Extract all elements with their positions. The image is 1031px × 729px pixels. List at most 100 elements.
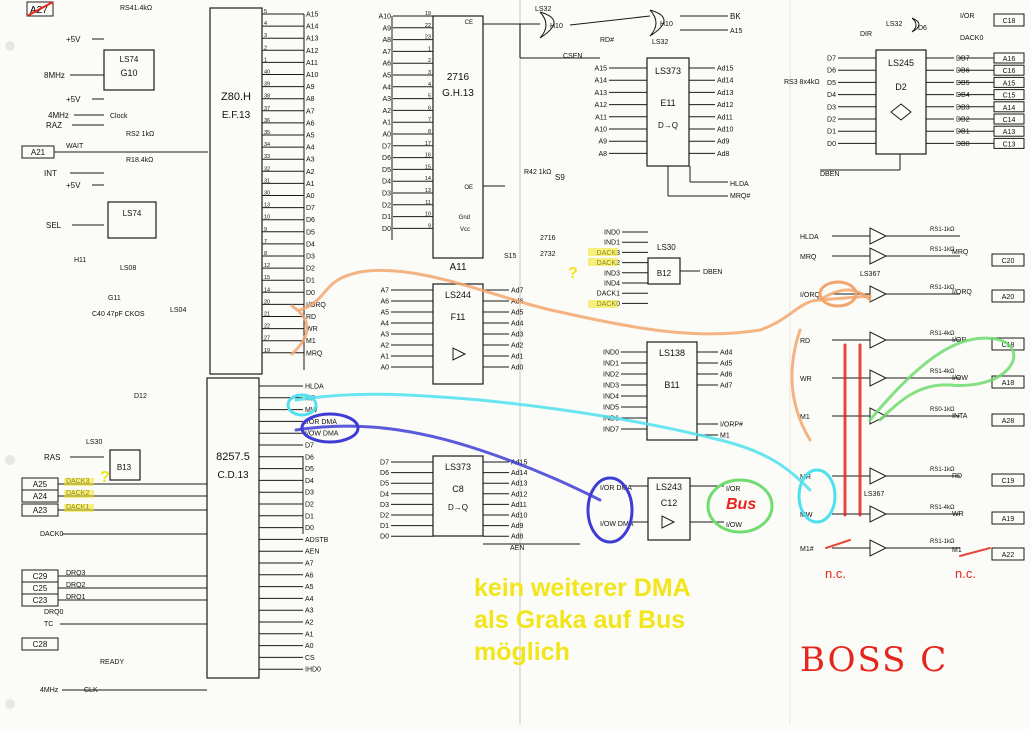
driver-in-rd: RD xyxy=(800,338,810,345)
sheet-strike xyxy=(26,1,54,17)
rs2-label: RS2 1kΩ xyxy=(126,131,154,138)
ls373e-out-sig-ad11: Ad11 xyxy=(717,114,733,121)
ls138-sig-ind6: IND6 xyxy=(603,416,619,423)
driver-res-0: RS1-1kΩ xyxy=(930,227,955,233)
ls138-chip xyxy=(646,341,698,441)
z80-sig-a10: A10 xyxy=(306,72,319,79)
dma-sig-aen: AEN xyxy=(305,549,319,556)
ls138-out-i-orp: I/ORP# xyxy=(720,422,743,429)
drq-label-drq3: DRQ3 xyxy=(66,570,86,577)
ls30a-name: LS30 xyxy=(657,243,676,252)
ls373c-sig-d5: D5 xyxy=(380,481,389,488)
ls244-buffer-symbol xyxy=(452,347,467,361)
driver-buffer-7 xyxy=(869,505,888,523)
ls245-sig-d1: D1 xyxy=(827,129,836,136)
note-boss-c: BOSS C xyxy=(800,640,949,680)
ls373c-sig-d3: D3 xyxy=(380,502,389,509)
z80-sig-a7: A7 xyxy=(306,108,315,115)
dma-sig-d1: D1 xyxy=(305,513,314,520)
eprom-sig-d2: D2 xyxy=(382,202,391,209)
connector-c19 xyxy=(991,473,1025,487)
ls373e-out-sig-ad12: Ad12 xyxy=(717,102,733,109)
ls30a-loc: B12 xyxy=(657,269,672,278)
marker-yellow-4 xyxy=(64,490,94,498)
z80-loc: E.F.13 xyxy=(222,110,251,121)
eprom-pinno: 22 xyxy=(425,23,431,29)
ls373e-out-sig-ad14: Ad14 xyxy=(717,78,733,85)
ls138-sig-ind7: IND7 xyxy=(603,427,619,434)
eprom-ce-label: CE xyxy=(465,20,473,26)
ls245-out-sig-db1: DB1 xyxy=(956,129,970,136)
ls244-out-sig-ad7: Ad7 xyxy=(511,288,524,295)
ls138-out-ad5: Ad5 xyxy=(720,361,733,368)
label-layer: Z80.HE.F.13A155A144A133A122A111A1040A939… xyxy=(31,5,1016,694)
z80-name: Z80.H xyxy=(221,91,251,103)
top-csen: CSEN xyxy=(563,53,582,60)
eprom-sig-a6: A6 xyxy=(382,61,391,68)
eprom-pinno: 4 xyxy=(428,82,431,88)
ls30a-sig-ind4: IND4 xyxy=(604,281,620,288)
top-rd: RD# xyxy=(600,37,614,44)
z80-pinno: 27 xyxy=(264,336,270,342)
ls373c-sig-d4: D4 xyxy=(380,491,389,498)
z80-sig-d3: D3 xyxy=(306,254,315,261)
marker-red-strikes xyxy=(825,539,991,557)
driver-res-8: RS1-1kΩ xyxy=(930,539,955,545)
ls245-dben: DBEN xyxy=(820,171,839,178)
ls373c-fn: D→Q xyxy=(448,503,468,512)
connector-label-a25: A25 xyxy=(33,480,48,489)
driver-out-m1: M1 xyxy=(952,547,962,554)
marker-yellow-2 xyxy=(588,300,618,308)
connector-label-a24: A24 xyxy=(33,492,48,501)
eprom-opt-2732: 2732 xyxy=(540,251,556,258)
eprom-sig-a10: A10 xyxy=(379,14,392,21)
ls138-sig-ind3: IND3 xyxy=(603,383,619,390)
eprom-sig-a5: A5 xyxy=(382,73,391,80)
marker-yellow-5 xyxy=(64,504,94,512)
z80-sig-a11: A11 xyxy=(306,60,318,67)
ls32-name-1: LS32 xyxy=(535,6,551,13)
connector-label-a14: A14 xyxy=(1003,105,1016,112)
z80-sig-d7: D7 xyxy=(306,205,315,212)
marker-orange-loop xyxy=(290,304,309,356)
eprom-loc: G.H.13 xyxy=(442,88,474,99)
eprom-sig-a7: A7 xyxy=(382,49,391,56)
driver-in-hlda: HLDA xyxy=(800,234,819,241)
ls373e-out-sig-ad15: Ad15 xyxy=(717,66,733,73)
ls244-name: LS244 xyxy=(445,290,471,300)
marker-blue-ellipse xyxy=(586,476,634,544)
dma-name: 8257.5 xyxy=(216,451,250,463)
left-signal-2-5v: +5V xyxy=(66,35,81,44)
driver-out-rd: RD xyxy=(952,473,962,480)
z80-sig-d4: D4 xyxy=(306,241,315,248)
driver-buffer-4 xyxy=(869,369,888,387)
ls244-out-sig-ad1: Ad1 xyxy=(511,354,524,361)
ls373c-sig-d1: D1 xyxy=(380,523,389,530)
connector-label-c18-top: C18 xyxy=(1003,18,1016,25)
connector-a28 xyxy=(991,413,1025,427)
bus-label: Bus xyxy=(726,496,756,513)
z80-sig-a3: A3 xyxy=(306,157,315,164)
dma-sig-d2: D2 xyxy=(305,502,314,509)
connector-label-c14: C14 xyxy=(1003,117,1016,124)
z80-pinno: 3 xyxy=(264,33,267,39)
eprom-pinno: 7 xyxy=(428,117,431,123)
ls373c-out-sig-ad12: Ad12 xyxy=(511,491,527,498)
eprom-sig-d6: D6 xyxy=(382,155,391,162)
ls243-out-ior: I/OR xyxy=(726,486,740,493)
ls244-out-sig-ad0: Ad0 xyxy=(511,365,524,372)
connector-a22 xyxy=(991,547,1025,561)
ls373c-out-sig-ad14: Ad14 xyxy=(511,470,527,477)
ls32-gate-2 xyxy=(649,9,665,37)
z80-pinno: 37 xyxy=(264,106,270,112)
z80-pinno: 31 xyxy=(264,178,270,184)
ls138-out-ad6: Ad6 xyxy=(720,372,733,379)
eprom-gnd-label: Gnd xyxy=(459,215,470,221)
dma-sig-d6: D6 xyxy=(305,454,314,461)
ls245-sig-d3: D3 xyxy=(827,104,836,111)
tc-label: TC xyxy=(44,621,53,628)
connector-label-c15: C15 xyxy=(1003,93,1016,100)
ls30a-sig-ind3: IND3 xyxy=(604,270,620,277)
ls367-name: LS367 xyxy=(860,271,880,278)
switch-s9: S9 xyxy=(555,173,565,182)
